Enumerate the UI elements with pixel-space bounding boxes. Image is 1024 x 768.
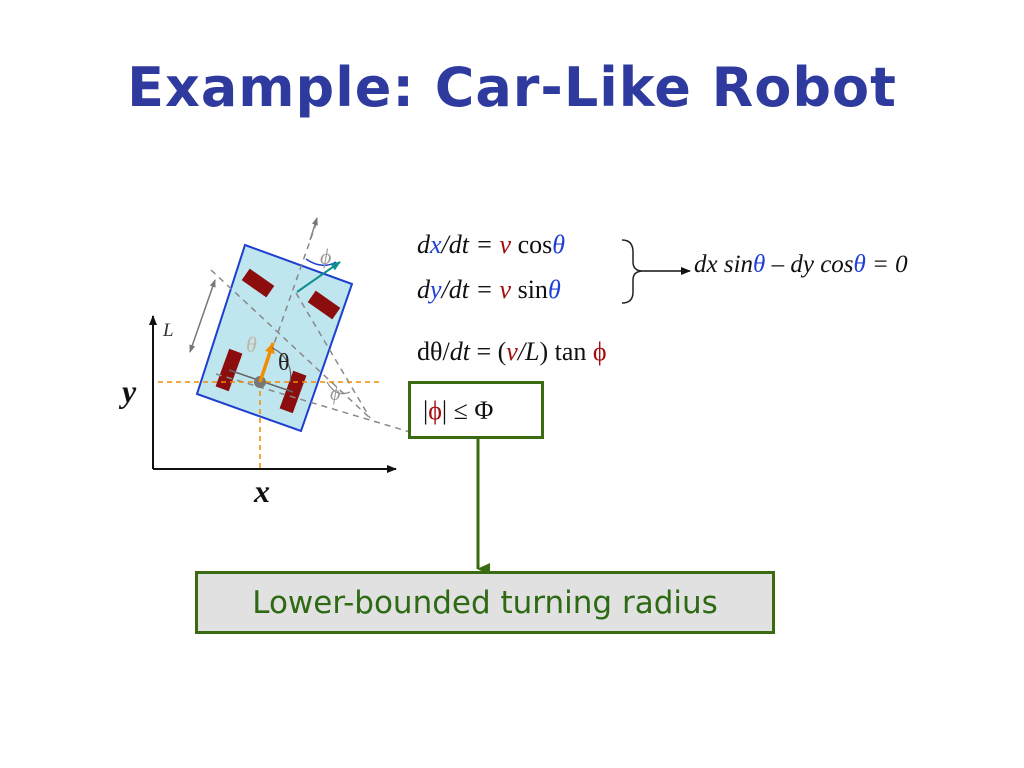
heading-arc [271, 347, 292, 383]
steering-constraint: |ϕ| ≤ Φ [423, 396, 494, 425]
steering-constraint-box: |ϕ| ≤ Φ [408, 381, 544, 439]
length-label: L [162, 320, 174, 341]
steer-label-bottom: ϕ [330, 383, 340, 405]
equation-dx: dx/dt = v cosθ [417, 230, 566, 259]
turning-radius-box: Lower-bounded turning radius [195, 571, 775, 634]
slide-title: Example: Car-Like Robot [127, 56, 897, 119]
wheel-front-right [307, 290, 341, 320]
length-dimension [189, 279, 216, 353]
equation-brace [621, 239, 644, 304]
equation-nonholonomic: dx sinθ – dy cosθ = 0 [694, 251, 908, 278]
heading-arrow [258, 342, 275, 383]
car-body [195, 243, 354, 433]
steer-label-top: ϕ [320, 244, 331, 269]
wheel-front-left [241, 268, 275, 298]
equation-dy: dy/dt = v sinθ [417, 275, 561, 304]
steer-arc-bottom [326, 381, 351, 395]
y-axis-label: y [118, 373, 137, 409]
heading-label-faded: θ [246, 332, 257, 357]
steering-arrow [296, 261, 341, 293]
heading-label: θ [278, 350, 290, 376]
equation-dtheta: dθ/dt = (v/L) tan ϕ [417, 337, 607, 366]
x-axis-label: x [253, 473, 270, 509]
heading-axis-arrow [309, 217, 318, 241]
